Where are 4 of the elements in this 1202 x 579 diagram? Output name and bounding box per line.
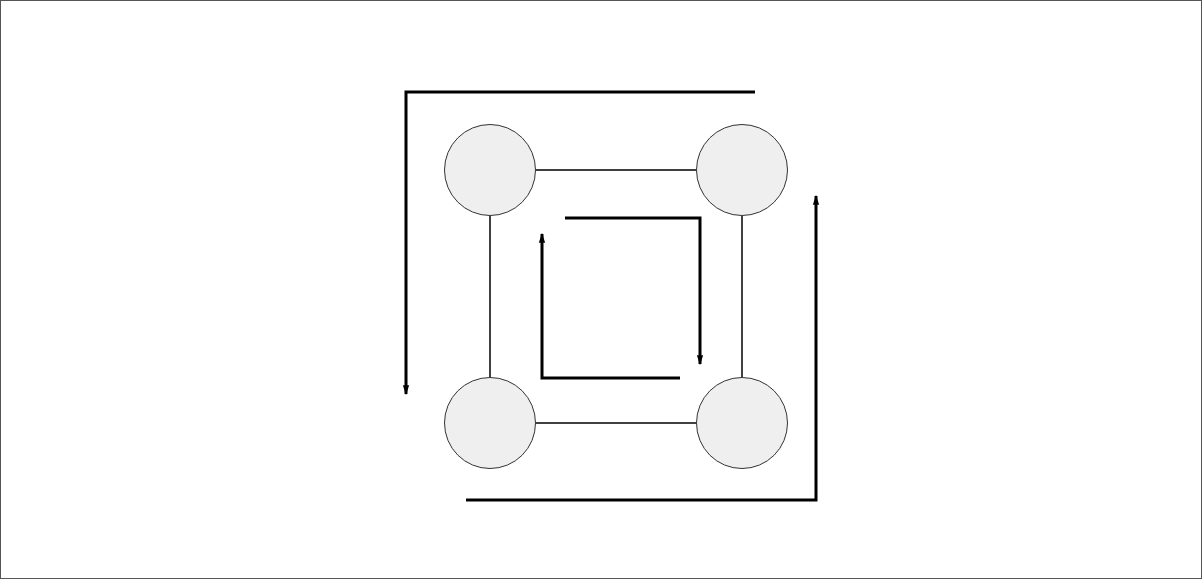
connector-line	[741, 215, 743, 378]
connector-line	[489, 215, 491, 378]
connector-line	[535, 169, 697, 171]
connector-line	[535, 422, 697, 424]
